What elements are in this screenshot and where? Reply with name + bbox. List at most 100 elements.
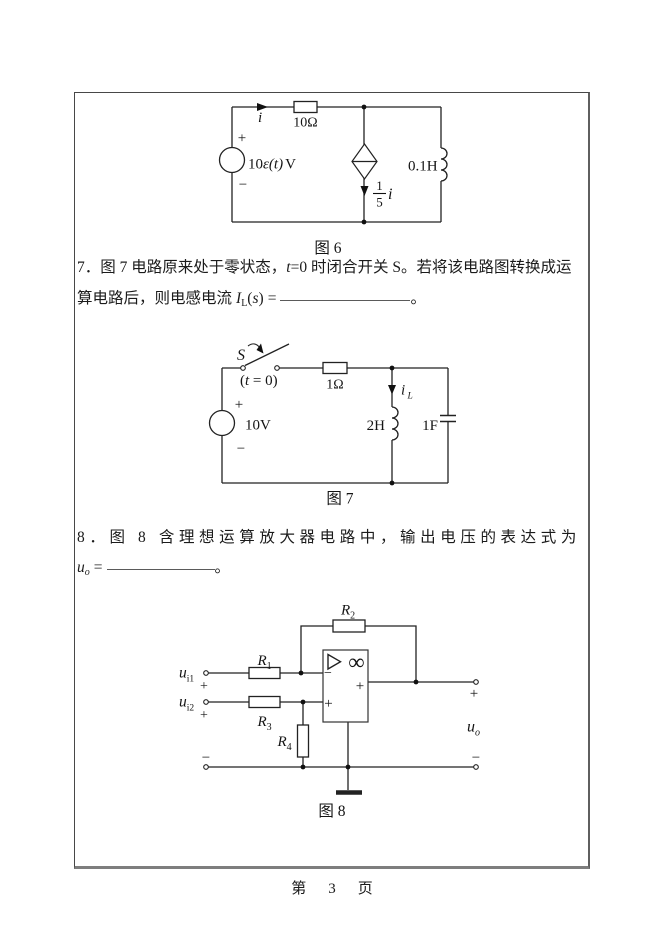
fig7-resistor-label: 1Ω	[326, 378, 343, 393]
q7-var-s: s	[252, 290, 259, 307]
fig8-uo-plus: +	[470, 686, 478, 702]
fig8-r1-label: R1	[257, 653, 272, 672]
fig7-il-label-sub: L	[407, 392, 413, 402]
fig8-ui2-sub: i2	[187, 704, 195, 714]
fig7-source-label: 10V	[245, 418, 271, 434]
fig6-source-value: 10	[248, 157, 263, 173]
fig7-il-label: i	[401, 383, 405, 399]
fig7-switch-time-label: (t = 0)	[240, 373, 278, 389]
fig7-switch-blade	[244, 343, 290, 367]
page-footer: 第 3 页	[74, 877, 590, 898]
fig7-switch-contact-left	[240, 365, 246, 371]
fig8-uo-label: uo	[467, 719, 480, 739]
figure-8-opamp-circuit: R2 R1 R3 R4 ui1 ui2 + + ∞ − + + + uo − −…	[179, 603, 480, 821]
question-7-line-1: 7．图 7 电路原来处于零状态，t=0 时闭合开关 S。若将该电路图转换成运	[77, 257, 571, 278]
fig8-node-dot-inv	[298, 670, 304, 676]
fig6-minus-sign: −	[239, 177, 247, 193]
page-border	[74, 92, 590, 869]
fig6-resistor-symbol	[293, 100, 318, 114]
fig7-node-dot-top	[389, 365, 395, 371]
fig8-uo-sub: o	[475, 728, 480, 739]
fig6-fraction-denominator: 5	[376, 195, 383, 210]
fig7-switch-arrowhead	[256, 343, 264, 354]
q7-var-I: I	[236, 290, 242, 307]
fig8-r2-symbol	[332, 619, 366, 633]
fig8-r1-symbol	[248, 666, 281, 680]
q7-paren-close: )	[258, 290, 264, 307]
fig7-wire-loop	[221, 367, 448, 484]
fig8-r2-sub: 2	[350, 611, 355, 622]
question-8-line-1: 8．图 8 含理想运算放大器电路中，输出电压的表达式为	[77, 527, 581, 548]
q8-answer-blank	[106, 567, 215, 570]
fig8-node-dot-output	[413, 679, 419, 685]
fig8-output-sign: +	[356, 679, 364, 695]
fig8-r4-label: R4	[277, 734, 292, 753]
fig8-terminal-bottom-right	[473, 764, 479, 770]
fig8-uo-main: u	[467, 719, 475, 736]
fig7-minus-sign: −	[237, 441, 245, 457]
fig6-source-eps: ε(t)	[263, 157, 283, 173]
fig8-ui1-main: u	[179, 665, 187, 682]
footer-suffix: 页	[357, 881, 373, 897]
fig8-r2-label: R2	[340, 603, 355, 622]
fig6-current-label: i	[258, 110, 262, 126]
fig8-r4-sub: 4	[287, 742, 292, 753]
fig7-node-dot-bottom	[389, 480, 395, 486]
fig7-voltage-source-symbol	[208, 409, 236, 437]
fig7-plus-sign: +	[235, 397, 243, 413]
fig8-terminal-uo	[473, 679, 479, 685]
fig8-terminal-ui2	[203, 699, 209, 705]
q7-var-I-sub: L	[241, 298, 248, 309]
fig7-capacitor-label: 1F	[422, 418, 438, 434]
footer-page-number: 3	[328, 881, 336, 897]
fig6-plus-sign: +	[238, 131, 246, 147]
fig8-ui1-sub: i1	[187, 675, 195, 685]
fig8-r1-sub: 1	[267, 661, 272, 672]
q7-period: 。	[410, 290, 426, 307]
fig8-terminal-bottom-left	[203, 764, 209, 770]
fig8-r3-sub: 3	[267, 722, 272, 733]
fig6-resistor-label: 10Ω	[293, 116, 317, 131]
fig6-voltage-source-symbol	[218, 146, 246, 174]
q8-equals: =	[93, 559, 103, 576]
fig6-inductor-coil	[440, 147, 448, 182]
question-7-text-1b: =0 时闭合开关 S。若将该电路图转换成运	[290, 259, 572, 276]
fig8-r4-symbol	[296, 724, 310, 758]
fig7-switch-label: S	[237, 347, 245, 364]
fig8-ui2-main: u	[179, 694, 187, 711]
fig8-ui1-label: ui1	[179, 665, 194, 685]
question-7-text-1a: 图 7 电路原来处于零状态，	[100, 259, 287, 276]
q8-period: 。	[214, 559, 231, 576]
fig8-node-dot-noninv	[300, 699, 306, 705]
fig7-inductor-label: 2H	[367, 418, 386, 434]
fig7-time-paren: (	[240, 373, 245, 389]
fig8-terminal-ui1	[203, 670, 209, 676]
fig7-inductor-coil	[391, 406, 399, 441]
question-8-text: 图 8 含理想运算放大器电路中，输出电压的表达式为	[109, 529, 581, 546]
figure-7-circuit: S (t = 0) 1Ω i L + 10V − 2H 1F 图 7	[208, 343, 456, 508]
q8-var-u-sub: o	[84, 567, 90, 578]
figure-7-caption: 图 7	[326, 491, 353, 508]
fig7-switch-contact-right	[274, 365, 280, 371]
fig7-il-current-arrow	[388, 385, 396, 395]
question-7-number: 7．	[77, 259, 101, 276]
fig6-source-label: 10ε(t)V	[248, 157, 296, 173]
figure-6-caption: 图 6	[314, 240, 341, 257]
fig6-node-dot-bottom	[361, 219, 367, 225]
q7-var-t: t	[286, 259, 291, 276]
fig8-r4-main: R	[277, 734, 287, 750]
figure-6-circuit: i 10Ω + 10ε(t)V − 1 5 i 0.1H 图 6	[218, 100, 448, 257]
fig8-bottom-left-minus: −	[202, 750, 210, 766]
fig6-current-arrow	[257, 103, 268, 111]
fig8-node-dot-bottom-right	[345, 764, 351, 770]
fig8-r3-label: R3	[257, 714, 272, 733]
fig7-time-var: t	[245, 373, 250, 389]
fig8-opamp-triangle-icon	[327, 653, 342, 671]
fig8-inverting-input-sign: −	[324, 666, 332, 681]
question-8-line-2: uo=。	[77, 557, 230, 583]
fig6-fraction-numerator: 1	[376, 178, 383, 193]
footer-prefix: 第	[291, 881, 307, 897]
fig6-node-dot-top	[361, 104, 367, 110]
q7-paren-open: (	[247, 290, 253, 307]
